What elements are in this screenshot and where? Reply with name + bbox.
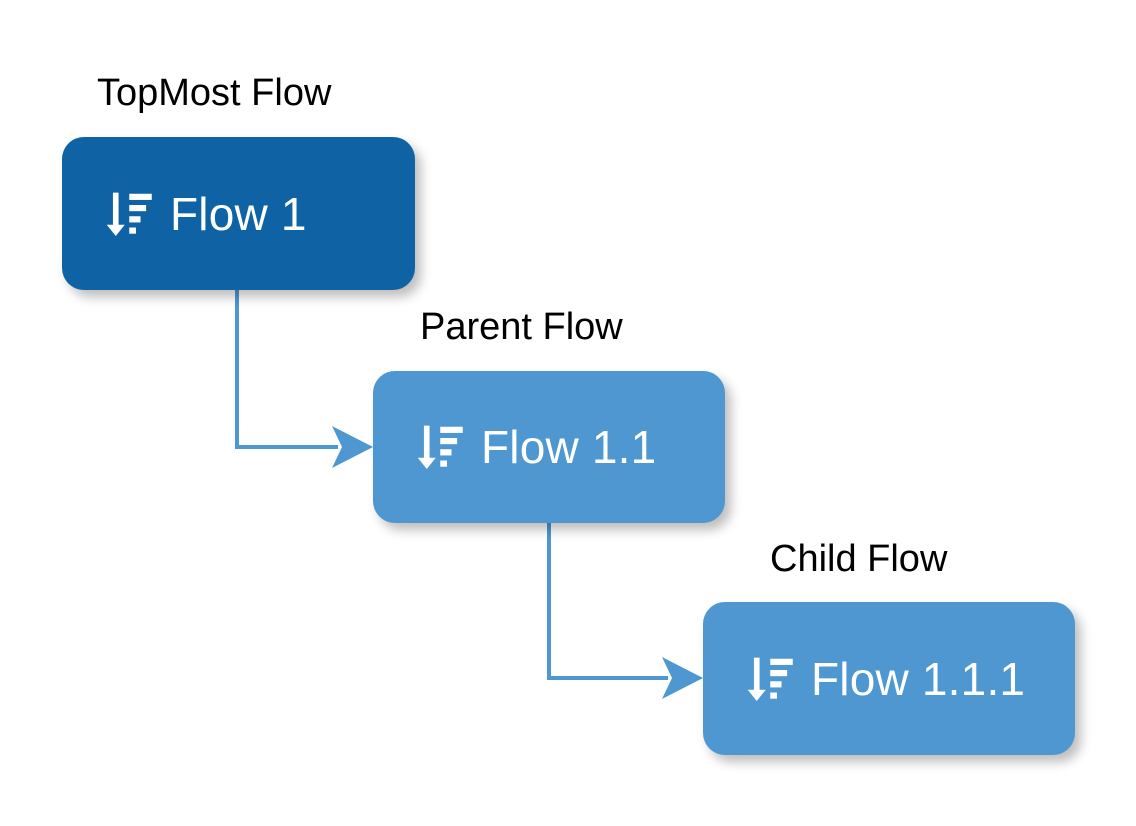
flow-node-label: Flow 1.1.1 — [811, 652, 1026, 705]
caption-parent-flow: Parent Flow — [420, 306, 623, 348]
sort-descending-icon — [417, 425, 463, 469]
flow-node-topmost[interactable]: Flow 1 — [62, 137, 415, 290]
caption-child-flow: Child Flow — [770, 538, 948, 580]
caption-topmost-flow: TopMost Flow — [97, 72, 332, 114]
arrowhead-icon — [332, 426, 373, 468]
flow-node-parent[interactable]: Flow 1.1 — [373, 371, 725, 523]
flow-node-content: Flow 1.1 — [373, 420, 725, 474]
flow-node-label: Flow 1.1 — [481, 421, 657, 473]
arrowhead-icon — [662, 657, 703, 699]
connector-line — [235, 286, 338, 449]
flow-node-content: Flow 1 — [62, 187, 415, 241]
flow-node-child[interactable]: Flow 1.1.1 — [703, 602, 1075, 755]
connector-parent-to-child — [547, 519, 703, 699]
connector-line — [547, 519, 668, 680]
flow-node-label: Flow 1 — [170, 187, 307, 240]
flow-node-content: Flow 1.1.1 — [703, 652, 1075, 706]
sort-descending-icon — [106, 192, 152, 236]
connector-topmost-to-parent — [235, 286, 373, 468]
sort-descending-icon — [747, 657, 793, 701]
